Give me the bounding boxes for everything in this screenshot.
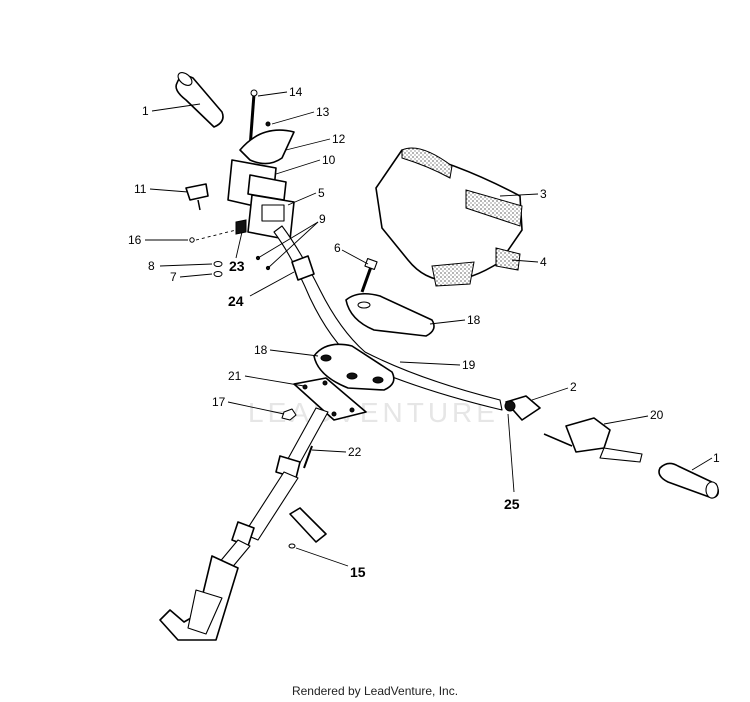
callout-18-lower: 18: [254, 343, 268, 357]
clamp-upper-18: [345, 292, 435, 337]
callout-19: 19: [462, 358, 476, 372]
callout-14: 14: [289, 85, 303, 99]
clamp-lower-18: [313, 343, 395, 391]
pivot-2: [504, 395, 541, 421]
callout-11: 11: [134, 182, 147, 196]
callout-17: 17: [212, 395, 226, 409]
collar-24: [291, 255, 315, 281]
callout-5: 5: [318, 186, 325, 200]
callout-13: 13: [316, 105, 330, 119]
callout-6: 6: [334, 241, 341, 255]
shroud-3: [375, 147, 523, 287]
nut-17: [281, 408, 297, 421]
steering-column: [159, 407, 329, 641]
callout-7: 7: [170, 270, 177, 284]
ring-16: [189, 237, 195, 243]
bracket-11: [185, 183, 209, 211]
callout-25: 25: [504, 496, 520, 512]
lever-12: [239, 129, 295, 165]
callout-16: 16: [128, 233, 142, 247]
leader-lines: [145, 91, 713, 567]
callout-18-upper: 18: [467, 313, 481, 327]
footer-credit: Rendered by LeadVenture, Inc.: [291, 684, 459, 698]
throttle-20: [543, 417, 643, 463]
callout-20: 20: [650, 408, 664, 422]
callout-10: 10: [322, 153, 336, 167]
callout-9: 9: [319, 212, 326, 226]
washer-7: [213, 271, 223, 277]
callout-15: 15: [350, 564, 366, 580]
sleeve-15: [288, 507, 327, 549]
callout-2: 2: [570, 380, 577, 394]
callout-24: 24: [228, 293, 244, 309]
callout-12: 12: [332, 132, 346, 146]
left-grip: [175, 72, 224, 128]
pin-22: [303, 445, 313, 469]
callout-22: 22: [348, 445, 362, 459]
callout-3: 3: [540, 187, 547, 201]
callout-1-left: 1: [142, 104, 149, 118]
right-grip: [658, 462, 720, 499]
callout-labels: 1 14 13 12 10 11 5 9 16 8 23 7 24 6 3 4 …: [128, 85, 720, 580]
callout-23: 23: [229, 258, 245, 274]
callout-4: 4: [540, 255, 547, 269]
callout-21: 21: [228, 369, 242, 383]
clip-13: [265, 121, 271, 127]
washer-8: [213, 261, 223, 267]
callout-8: 8: [148, 259, 155, 273]
bolt-6: [360, 257, 378, 293]
mount-plate-21: [293, 377, 367, 421]
callout-1-right: 1: [713, 451, 720, 465]
